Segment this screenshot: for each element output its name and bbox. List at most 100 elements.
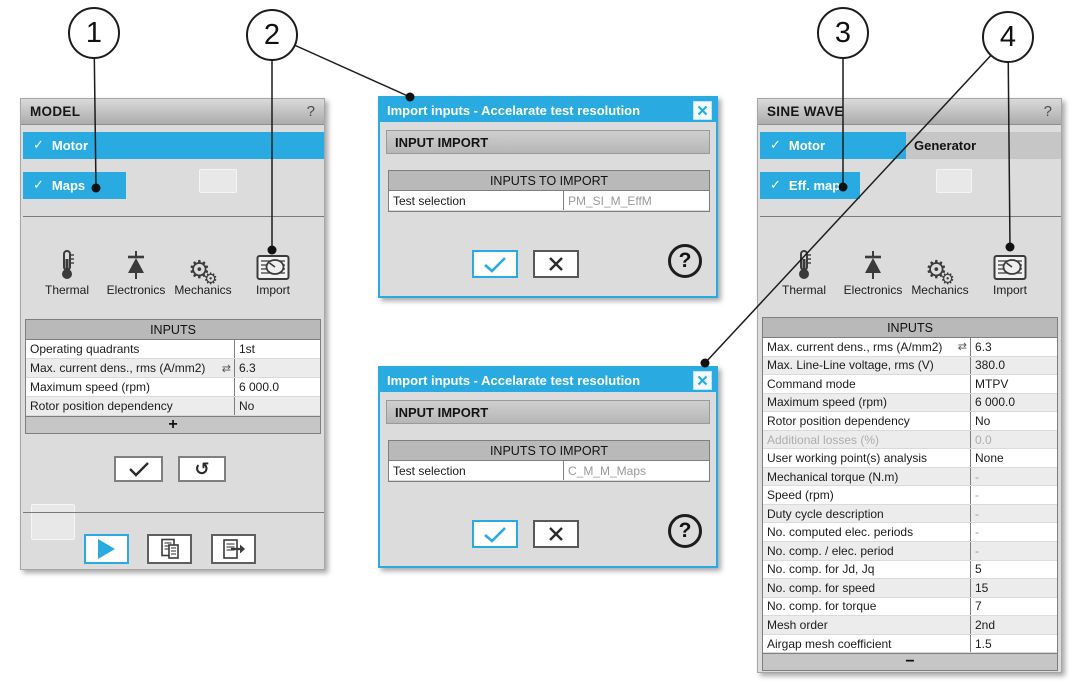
export-button[interactable]: [211, 534, 256, 564]
table-row[interactable]: No. computed elec. periods-: [763, 523, 1057, 543]
run-button[interactable]: [84, 534, 129, 564]
table-row[interactable]: Maximum speed (rpm)6 000.0: [763, 393, 1057, 413]
tab-motor[interactable]: ✓ Motor: [760, 132, 906, 159]
gears-icon: ⚙⚙: [925, 255, 955, 288]
import-inputs-dialog-2: Import inputs - Accelarate test resoluti…: [378, 366, 718, 568]
section-header: INPUT IMPORT: [386, 130, 710, 154]
ok-button[interactable]: [472, 250, 518, 278]
row-value[interactable]: -: [970, 467, 1057, 486]
table-row[interactable]: Operating quadrants 1st: [26, 340, 320, 359]
tab-generator[interactable]: Generator: [906, 132, 1061, 159]
row-label: Operating quadrants: [30, 342, 140, 356]
add-row-button[interactable]: +: [26, 416, 320, 433]
dialog-title: Import inputs - Accelarate test resoluti…: [387, 102, 641, 118]
row-value[interactable]: 0.0: [970, 430, 1057, 449]
tool-import[interactable]: Import: [238, 239, 308, 299]
tab-maps[interactable]: ✓ Maps: [23, 172, 126, 199]
row-value[interactable]: 1st: [234, 340, 320, 358]
cancel-button[interactable]: [533, 250, 579, 278]
table-row[interactable]: No. comp. / elec. period -: [763, 542, 1057, 561]
tool-mechanics[interactable]: ⚙⚙ Mechanics: [168, 239, 238, 299]
row-value[interactable]: 1.5: [970, 634, 1057, 653]
diode-icon: [838, 239, 908, 281]
table-row[interactable]: Max. Line-Line voltage, rms (V)380.0: [763, 356, 1057, 376]
row-value[interactable]: 380.0: [970, 356, 1057, 375]
row-value[interactable]: C_M_M_Maps: [563, 461, 709, 480]
gears-icon: ⚙⚙: [188, 255, 218, 288]
tool-thermal[interactable]: Thermal: [32, 239, 102, 299]
tool-electronics[interactable]: Electronics: [101, 239, 171, 299]
tab-label: Maps: [51, 178, 86, 193]
table-row[interactable]: Speed (rpm)-: [763, 486, 1057, 505]
tool-label: Import: [255, 283, 290, 297]
table-row[interactable]: Mesh order 2nd: [763, 616, 1057, 635]
row-value[interactable]: 2nd: [970, 616, 1057, 634]
dialog-titlebar[interactable]: Import inputs - Accelarate test resoluti…: [380, 368, 716, 392]
row-value[interactable]: MTPV: [970, 375, 1057, 393]
row-value[interactable]: 6.3: [234, 359, 320, 377]
cancel-button[interactable]: [533, 520, 579, 548]
row-value[interactable]: 5: [970, 560, 1057, 579]
row-value[interactable]: 6 000.0: [970, 393, 1057, 412]
model-panel: MODEL ? ✓ Motor ✓ Maps: [20, 98, 325, 570]
divider: [23, 216, 324, 217]
check-icon: ✓: [33, 178, 44, 193]
row-value[interactable]: PM_SI_M_EffM: [563, 191, 709, 210]
table-row[interactable]: Mechanical torque (N.m)-: [763, 467, 1057, 487]
table-row[interactable]: Additional losses (%)0.0: [763, 430, 1057, 450]
row-value[interactable]: 7: [970, 597, 1057, 616]
ok-button[interactable]: [472, 520, 518, 548]
tool-thermal[interactable]: Thermal: [769, 239, 839, 299]
row-value[interactable]: -: [970, 486, 1057, 504]
report-button[interactable]: [147, 534, 192, 564]
dialog-help-button[interactable]: ?: [668, 244, 702, 278]
tab-eff-map[interactable]: ✓ Eff. map: [760, 172, 860, 199]
tool-electronics[interactable]: Electronics: [838, 239, 908, 299]
table-title: INPUTS TO IMPORT: [389, 171, 709, 191]
row-label: No. comp. / elec. period: [767, 543, 894, 558]
tab-label: Generator: [914, 138, 977, 153]
close-button[interactable]: [693, 370, 712, 390]
tool-import[interactable]: Import: [975, 239, 1045, 299]
tab-motor[interactable]: ✓ Motor: [23, 132, 324, 159]
row-value[interactable]: 6.3: [970, 338, 1057, 356]
reset-button[interactable]: ↺: [178, 456, 226, 482]
callout-circle-3: 3: [817, 7, 869, 59]
close-button[interactable]: [693, 100, 712, 120]
close-icon: [697, 105, 708, 115]
help-button[interactable]: ?: [306, 103, 315, 120]
table-row[interactable]: Test selection C_M_M_Maps: [389, 461, 709, 481]
play-icon: [98, 539, 115, 559]
row-value[interactable]: 15: [970, 579, 1057, 597]
row-value[interactable]: No: [234, 397, 320, 415]
row-label: Duty cycle description: [767, 506, 884, 521]
table-row[interactable]: Max. current dens., rms (A/mm2)⇄6.3: [26, 359, 320, 378]
row-value[interactable]: -: [970, 523, 1057, 542]
dialog-titlebar[interactable]: Import inputs - Accelarate test resoluti…: [380, 98, 716, 122]
dialog-help-button[interactable]: ?: [668, 514, 702, 548]
tool-mechanics[interactable]: ⚙⚙ Mechanics: [905, 239, 975, 299]
row-value[interactable]: 6 000.0: [234, 378, 320, 396]
table-title: INPUTS: [26, 320, 320, 340]
tool-label: Thermal: [781, 283, 826, 297]
table-row[interactable]: Test selection PM_SI_M_EffM: [389, 191, 709, 211]
help-button[interactable]: ?: [1043, 103, 1052, 120]
row-value[interactable]: No: [970, 412, 1057, 430]
row-label: Mesh order: [767, 617, 828, 632]
table-row[interactable]: Duty cycle description -: [763, 504, 1057, 524]
table-row[interactable]: Maximum speed (rpm)6 000.0: [26, 378, 320, 397]
apply-button[interactable]: [114, 456, 163, 482]
row-value[interactable]: None: [970, 449, 1057, 467]
table-row[interactable]: Max. current dens., rms (A/mm2)⇄6.3: [763, 338, 1057, 357]
collapse-row-button[interactable]: −: [763, 653, 1057, 671]
row-value[interactable]: -: [970, 542, 1057, 560]
row-value[interactable]: -: [970, 504, 1057, 523]
